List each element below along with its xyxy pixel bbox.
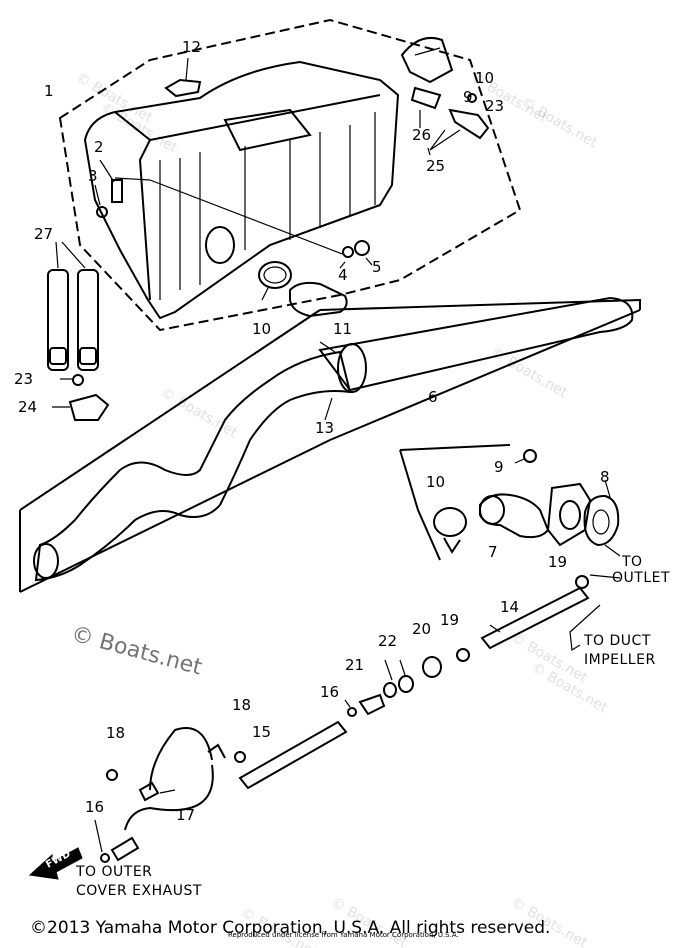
tube-lower xyxy=(110,836,140,862)
hose-6 xyxy=(318,296,634,392)
straps-27 xyxy=(47,241,99,371)
routing-labels: TO OUTLET TO DUCT IMPELLER TO OUTER COVE… xyxy=(75,554,670,899)
clamp-19-lower xyxy=(456,648,470,662)
part-number: 13 xyxy=(315,419,334,437)
pipe-14 xyxy=(480,586,590,650)
to-duct-label-2: IMPELLER xyxy=(584,652,656,668)
gasket-8 xyxy=(583,494,620,547)
part-2-shape xyxy=(111,179,123,203)
part-number: 5 xyxy=(372,258,382,276)
hose-17 xyxy=(124,727,214,831)
part-number: 8 xyxy=(600,468,610,486)
part-number: 20 xyxy=(412,620,431,638)
part-number: 6 xyxy=(428,388,438,406)
elbow-7 xyxy=(479,493,550,539)
to-outlet-label-1: TO xyxy=(621,554,643,570)
part-number: 7 xyxy=(488,543,498,561)
part-number: 26 xyxy=(412,126,431,144)
to-duct-label-1: TO DUCT xyxy=(583,633,651,649)
to-outlet-label-2: OUTLET xyxy=(612,570,670,586)
part-number: 12 xyxy=(182,38,201,56)
muffler-body xyxy=(83,60,400,320)
washer-22b xyxy=(383,682,397,698)
part-number: 11 xyxy=(333,320,352,338)
to-duct-pointer xyxy=(569,604,601,652)
part-number: 16 xyxy=(85,798,104,816)
part-number: 10 xyxy=(426,473,445,491)
part-number: 23 xyxy=(485,97,504,115)
watermark: © Boats.net xyxy=(488,345,570,402)
clamp-19-upper xyxy=(575,575,589,589)
pipe-15 xyxy=(238,720,348,790)
clamp-11 xyxy=(337,343,367,393)
part-number: 1 xyxy=(44,82,54,100)
outlet-frame xyxy=(399,444,511,561)
cap-12 xyxy=(164,78,202,98)
bolt-9-lower xyxy=(523,449,537,463)
part-number: 23 xyxy=(14,370,33,388)
washer-22a xyxy=(398,675,414,693)
clamp-10-upper xyxy=(258,261,292,289)
part-number: 2 xyxy=(94,138,104,156)
watermark: © Boats.net xyxy=(158,385,240,442)
bolt-3-shape xyxy=(96,206,108,218)
fwd-arrow: FWD xyxy=(28,847,83,880)
part-number: 18 xyxy=(232,696,251,714)
part-number: 9 xyxy=(463,88,473,106)
part-number: 24 xyxy=(18,398,37,416)
hose-frame xyxy=(19,309,321,511)
part-number: 18 xyxy=(106,724,125,742)
fitting-21 xyxy=(358,693,386,716)
part-number: 10 xyxy=(252,320,271,338)
part-number: 19 xyxy=(440,611,459,629)
watermark: © Boats.net xyxy=(518,95,600,152)
part-number: 10 xyxy=(475,69,494,87)
part-number-labels: 12 1 2 3 4 5 10 10 9 23 26 25 27 23 24 1… xyxy=(14,38,610,824)
clip-16-upper xyxy=(347,707,357,717)
part-number: 4 xyxy=(338,266,348,284)
flange-outlet xyxy=(546,482,592,547)
part-number: 17 xyxy=(176,806,195,824)
part-number: 15 xyxy=(252,723,271,741)
part-number: 21 xyxy=(345,656,364,674)
watermark-boats-net: © Boats.net xyxy=(68,622,204,681)
nut-5 xyxy=(354,240,370,256)
bolt-23-lower xyxy=(72,374,84,386)
part-number: 22 xyxy=(378,632,397,650)
to-outer-label-2: COVER EXHAUST xyxy=(76,883,202,899)
clip-16-lower xyxy=(100,853,110,863)
nut-20 xyxy=(422,656,442,678)
part-number: 19 xyxy=(548,553,567,571)
part-number: 25 xyxy=(426,157,445,175)
part-number: 27 xyxy=(34,225,53,243)
to-outer-label-1: TO OUTER xyxy=(75,864,152,880)
watermark-layer: © Boats.net © Boats.net © Boats.net © Bo… xyxy=(73,70,610,948)
small-credit-text: Reproduced under license from Yamaha Mot… xyxy=(228,931,459,939)
part-number: 16 xyxy=(320,683,339,701)
bracket-assembly-top-right xyxy=(400,36,490,156)
hose-end xyxy=(33,543,59,579)
part-number: 3 xyxy=(88,167,98,185)
bolt-18-right xyxy=(234,751,246,763)
hose-13 xyxy=(34,350,352,582)
muffler-group-outline xyxy=(58,18,522,332)
clamp-10-lower xyxy=(433,507,467,537)
bracket-24 xyxy=(68,393,110,421)
short-connector-pipe xyxy=(289,281,348,318)
washer-4 xyxy=(342,246,354,258)
part-number: 14 xyxy=(500,598,519,616)
copyright-footer: ©2013 Yamaha Motor Corporation, U.S.A. A… xyxy=(30,918,551,938)
bolt-18-left xyxy=(106,769,118,781)
part-number: 9 xyxy=(494,458,504,476)
